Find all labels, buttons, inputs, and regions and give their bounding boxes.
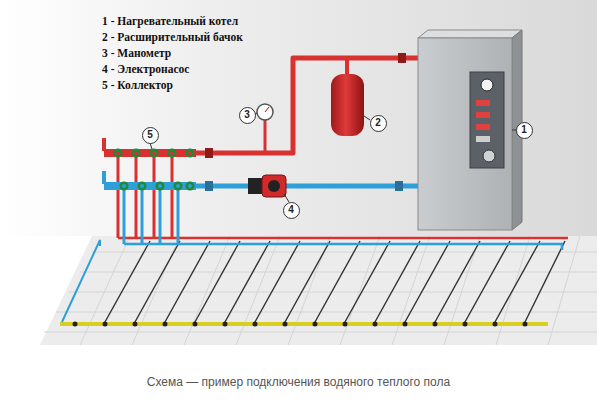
callout-circle: 1	[516, 122, 533, 139]
collector-valve	[124, 184, 190, 188]
callout-circle: 3	[239, 107, 256, 124]
callout-number: 5	[147, 130, 153, 140]
legend-list-item: 1 - Нагревательный котел	[102, 16, 238, 28]
manometer	[257, 104, 273, 120]
indicator	[476, 124, 490, 130]
supply-rail	[118, 237, 568, 240]
tank-pipe	[345, 58, 349, 76]
valve	[205, 181, 213, 191]
collector	[102, 138, 196, 190]
wall	[0, 0, 597, 236]
manometer-needle	[265, 107, 269, 112]
caption: Схема — пример подключения водяного тепл…	[0, 376, 597, 388]
return-rail	[62, 240, 100, 322]
pipe-clip	[75, 322, 525, 327]
front-pipe	[60, 322, 548, 326]
callout-circle: 5	[142, 127, 159, 144]
collector-valve	[124, 182, 190, 191]
floor-grid	[44, 236, 597, 345]
floor-circuit	[60, 238, 568, 324]
riser-pipe	[124, 188, 178, 244]
air-vent	[102, 171, 106, 184]
return-manifold	[104, 182, 196, 190]
supply-manifold	[104, 149, 196, 157]
supply-pipe	[190, 58, 420, 153]
valve	[205, 148, 213, 158]
panel-gauge	[481, 79, 493, 91]
callout-number: 4	[288, 205, 294, 215]
return-pipe	[190, 175, 420, 197]
indicator	[476, 100, 490, 106]
floor	[40, 236, 597, 345]
indicator	[476, 136, 490, 142]
callout-number: 3	[244, 110, 250, 120]
panel-knob	[483, 150, 495, 162]
pump-cap	[268, 180, 280, 192]
supply-pipe	[190, 53, 420, 158]
collector-valve	[118, 149, 190, 158]
legend-list-item: 5 - Коллектор	[102, 80, 173, 92]
boiler	[418, 30, 522, 230]
legend-list-item: 4 - Электронасос	[102, 64, 189, 76]
boiler-front	[418, 38, 512, 230]
valve	[398, 53, 406, 63]
indicator	[476, 112, 490, 118]
gauge-pipe	[264, 120, 267, 153]
expansion-tank	[331, 74, 364, 136]
control-panel	[470, 72, 504, 168]
collector-valve	[118, 151, 190, 155]
callout-number: 2	[375, 118, 381, 128]
air-vent	[102, 138, 106, 151]
return-pipe	[190, 184, 420, 189]
legend-list-item: 2 - Расширительный бачок	[102, 32, 243, 44]
pump-motor	[262, 175, 286, 197]
collector-risers	[118, 156, 178, 244]
boiler-top	[418, 30, 522, 38]
valve	[395, 181, 403, 191]
callout-circle: 4	[283, 202, 300, 219]
callout-number: 1	[521, 125, 527, 135]
heating-loop	[105, 241, 565, 322]
legend-list-item: 3 - Манометр	[102, 48, 171, 60]
callout-circle: 2	[370, 115, 387, 132]
riser-pipe	[118, 156, 172, 238]
leader-line	[150, 113, 516, 202]
return-rail	[124, 244, 562, 250]
